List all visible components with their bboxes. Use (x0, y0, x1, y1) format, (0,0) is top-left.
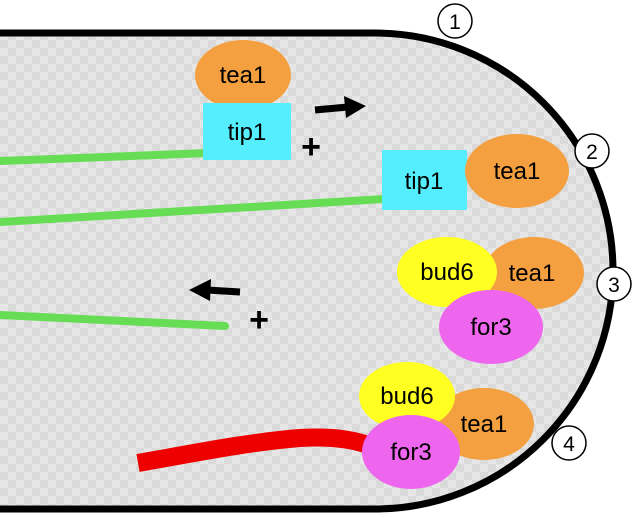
tea1-label-2: tea1 (494, 158, 541, 185)
tea1-bubble-1 (195, 40, 291, 110)
step-number-3: 3 (608, 274, 620, 297)
step-number-4: 4 (563, 433, 575, 456)
step-marker-1: 1 (437, 3, 473, 39)
bud6-label-3: bud6 (420, 259, 473, 286)
tip1-box-2 (382, 150, 467, 210)
bud6-label-4: bud6 (380, 383, 433, 410)
bud6-bubble-4 (359, 362, 455, 430)
for3-bubble-4 (362, 415, 460, 489)
for3-bubble-3 (439, 290, 543, 364)
step-3-group: + tea1 bud6 for3 (0, 237, 584, 364)
actin-cable (136, 428, 385, 472)
step-number-2: 2 (586, 141, 598, 164)
for3-label-3: for3 (470, 314, 511, 341)
plus-sign-1: + (301, 128, 321, 166)
arrow-right-icon (314, 96, 366, 118)
for3-label-4: for3 (390, 439, 431, 466)
tea1-bubble-4 (434, 388, 534, 460)
step-4-group: tea1 bud6 for3 (136, 362, 534, 489)
microtubule-1 (0, 149, 212, 165)
tea1-label-3: tea1 (509, 260, 556, 287)
step-marker-3: 3 (596, 266, 632, 302)
microtubule-2 (0, 195, 389, 226)
bud6-bubble-3 (397, 237, 497, 307)
microtubule-3 (0, 311, 229, 330)
plus-sign-3: + (249, 301, 269, 339)
tea1-label-1: tea1 (220, 62, 267, 89)
step-2-group: tip1 tea1 (0, 134, 569, 226)
tea1-bubble-3 (484, 237, 584, 309)
tea1-label-4: tea1 (461, 411, 508, 438)
step-number-1: 1 (449, 11, 461, 34)
arrow-left-icon (189, 279, 241, 301)
tea1-bubble-2 (465, 134, 569, 208)
step-marker-2: 2 (574, 133, 610, 169)
tip1-label-1: tip1 (228, 119, 267, 146)
step-marker-4: 4 (551, 425, 587, 461)
tip1-box-1 (203, 103, 291, 160)
tip1-label-2: tip1 (405, 168, 444, 195)
step-1-group: tea1 tip1 + (0, 40, 366, 166)
